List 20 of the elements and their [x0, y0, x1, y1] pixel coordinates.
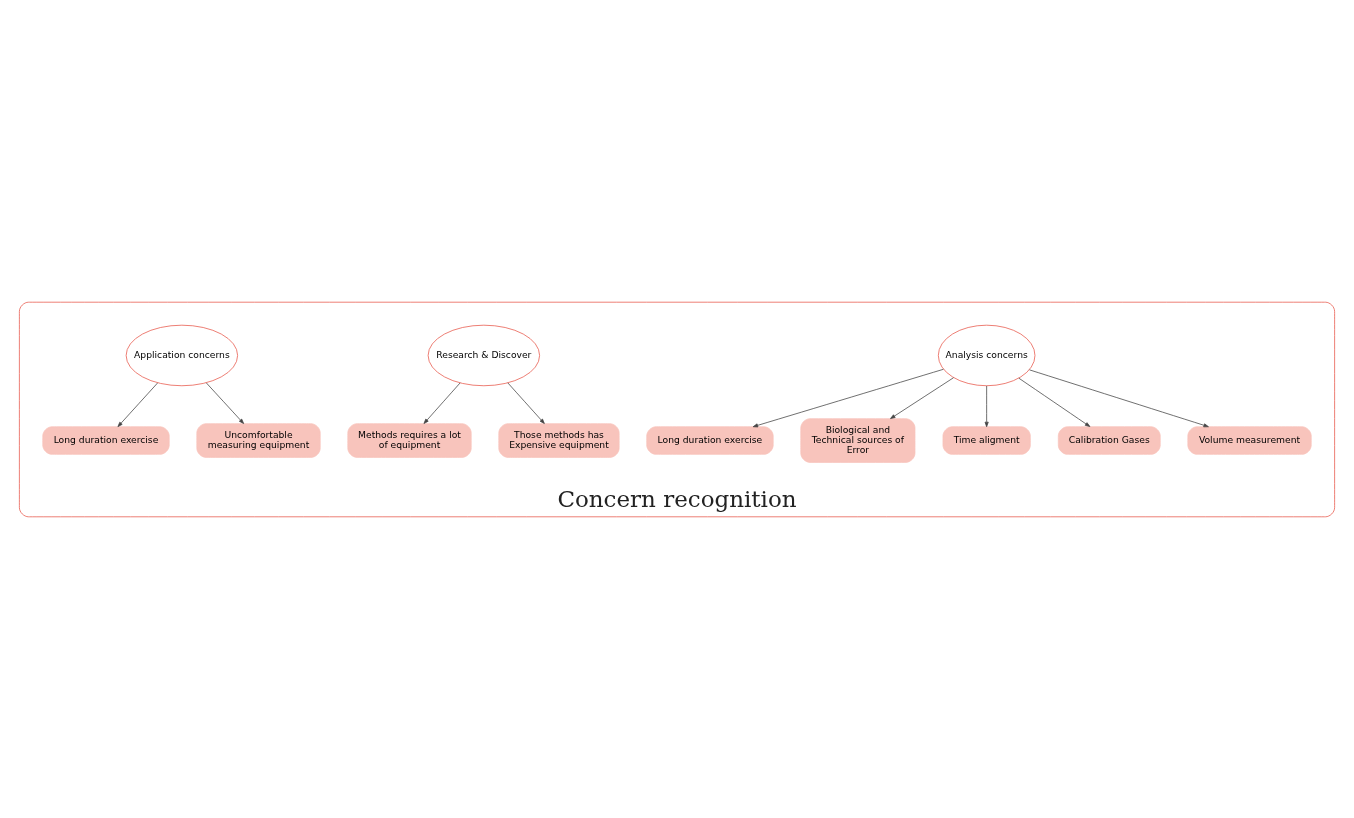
- node-box: Methods requires a lot of equipment: [347, 422, 472, 458]
- node-box: Biological and Technical sources of Error: [800, 417, 916, 463]
- node-box: Calibration Gases: [1057, 425, 1161, 455]
- arrow: [1018, 377, 1091, 427]
- node-ellipse: Application concerns: [125, 324, 238, 386]
- arrow: [890, 376, 954, 419]
- node-ellipse: Research & Discover: [427, 324, 540, 386]
- node-box: Long duration exercise: [42, 425, 170, 455]
- node-box: Time aligment: [942, 425, 1031, 455]
- arrow: [117, 382, 159, 427]
- arrow: [1029, 368, 1209, 427]
- node-box: Uncomfortable measuring equipment: [196, 422, 321, 458]
- node-ellipse: Analysis concerns: [937, 324, 1036, 386]
- arrow: [984, 385, 989, 427]
- node-box: Volume measurement: [1187, 425, 1312, 455]
- arrow: [205, 382, 245, 424]
- arrow: [507, 382, 545, 424]
- arrow: [423, 382, 461, 424]
- arrow: [752, 368, 944, 427]
- node-box: Those methods has Expensive equipment: [498, 422, 620, 458]
